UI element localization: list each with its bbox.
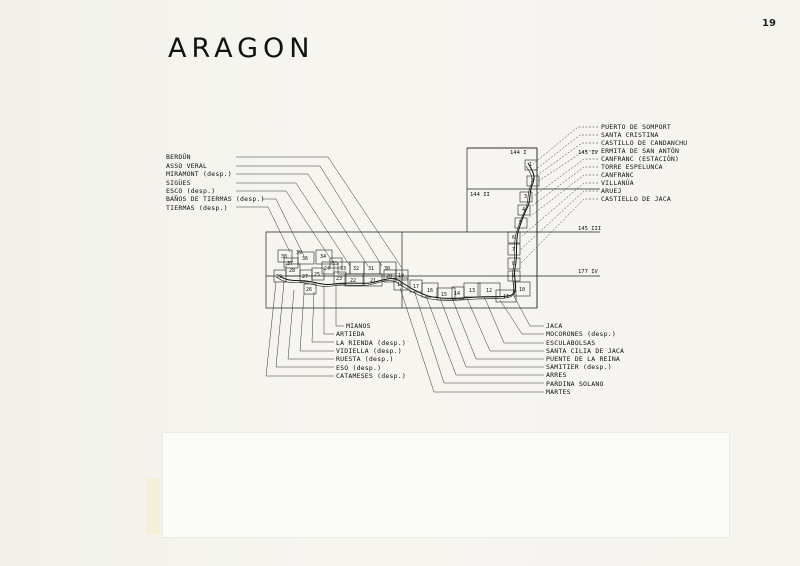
place-label: ARRES — [546, 371, 567, 379]
route-segments — [273, 159, 540, 303]
place-label: LA RIENDA (desp.) — [336, 339, 406, 347]
place-label: PUENTE DE LA REINA — [546, 355, 620, 363]
segment-number: 1 — [529, 162, 532, 168]
segment-number: 28 — [289, 268, 295, 274]
place-label: ASSO VERAL — [166, 162, 207, 170]
place-label: ESO (desp.) — [336, 364, 381, 372]
labels-top-left: BERDÚN ASSO VERAL MIRAMONT (desp.) SIGÜE… — [166, 152, 265, 212]
segment-numbers: 1 2 3 4 5 6 7 8 9 10 11 12 13 14 15 16 1… — [276, 162, 534, 300]
segment-number: 13 — [469, 288, 475, 294]
segment-number: 32 — [353, 266, 359, 272]
place-label: VILLANÚA — [601, 178, 634, 187]
sheet-labels: 144 I 145 IV 144 II 145 III 177 IV — [470, 150, 601, 275]
labels-bottom-right: JACA MOCORONES (desp.) ESCULABOLSAS SANT… — [546, 322, 624, 396]
segment-number: 26 — [306, 287, 312, 293]
page-title: ARAGON — [168, 33, 315, 64]
segment-number: 21 — [370, 278, 376, 284]
segment-number: 18 — [397, 282, 403, 288]
segment-number: 3 — [524, 194, 527, 200]
segment-number: 12 — [486, 288, 492, 294]
place-label: CASTILLO DE CANDANCHU — [601, 139, 687, 147]
segment-number: 17 — [413, 284, 419, 290]
segment-number: 10 — [519, 287, 525, 293]
place-label: TORRE ESPELUNCA — [601, 163, 663, 171]
place-label: ARTIEDA — [336, 330, 365, 338]
place-label: SIGÜES — [166, 178, 191, 187]
page-number: 19 — [762, 18, 776, 29]
labels-top-right: PUERTO DE SOMPORT SANTA CRISTINA CASTILL… — [601, 123, 687, 203]
sheet-label: 145 III — [578, 226, 601, 232]
place-label: VIDIELLA (desp.) — [336, 347, 402, 355]
segment-number: 14 — [454, 291, 460, 297]
segment-number: 2 — [531, 178, 534, 184]
segment-number: 24 — [324, 266, 330, 272]
place-label: MIRAMONT (desp.) — [166, 170, 232, 178]
segment-number: 6 — [512, 235, 515, 241]
blank-panel — [162, 432, 730, 538]
segment-number: 23 — [336, 276, 342, 282]
labels-bottom-left: MIANOS ARTIEDA LA RIENDA (desp.) VIDIELL… — [336, 322, 406, 380]
segment-number: 19 — [398, 273, 404, 279]
segment-number: 29 — [276, 274, 282, 280]
place-label: JACA — [546, 322, 562, 330]
segment-number: 27 — [302, 274, 308, 280]
sheet-label: 144 I — [510, 150, 527, 156]
place-label: MIANOS — [346, 322, 371, 330]
place-label: SANTA CILIA DE JACA — [546, 347, 624, 355]
segment-number: 38 — [281, 254, 287, 260]
segment-number: 20 — [386, 274, 392, 280]
place-label: BERDÚN — [166, 152, 191, 161]
place-label: ESCULABOLSAS — [546, 339, 595, 347]
segment-number: 8 — [512, 261, 515, 267]
segment-number: 31 — [368, 266, 374, 272]
place-label: MOCORONES (desp.) — [546, 330, 616, 338]
place-label: ESCO (desp.) — [166, 187, 215, 195]
place-label: PARDINA SOLANO — [546, 380, 604, 388]
leader-lines — [236, 126, 598, 393]
segment-number: 25 — [314, 272, 320, 278]
sheet-label: 145 IV — [578, 150, 599, 156]
segment-number: 39 — [296, 250, 302, 256]
sheet-label: 144 II — [470, 192, 490, 198]
segment-number: 15 — [441, 292, 447, 298]
place-label: CANFRANC — [601, 171, 634, 179]
place-label: SANTA CRISTINA — [601, 131, 659, 139]
segment-number: 33 — [340, 266, 346, 272]
place-label: PUERTO DE SOMPORT — [601, 123, 671, 131]
paper-strip — [146, 478, 160, 534]
segment-number: 37 — [287, 261, 293, 267]
segment-number: 34 — [320, 254, 326, 260]
segment-number: 16 — [427, 288, 433, 294]
place-label: RUESTA (desp.) — [336, 355, 394, 363]
segment-number: 36 — [302, 256, 308, 262]
segment-number: 11 — [503, 294, 509, 300]
place-label: SAMITIER (desp.) — [546, 363, 612, 371]
place-label: CATAMESES (desp.) — [336, 372, 406, 380]
segment-number: 35 — [332, 261, 338, 267]
sheet-grid — [265, 147, 600, 309]
segment-number: 9 — [512, 273, 515, 279]
segment-number: 5 — [519, 220, 522, 226]
place-label: TIERMAS (desp.) — [166, 204, 228, 212]
place-label: BAÑOS DE TIERMAS (desp.) — [166, 194, 265, 203]
segment-number: 30 — [384, 266, 390, 272]
place-label: CASTIELLO DE JACA — [601, 195, 671, 203]
segment-number: 4 — [522, 207, 525, 213]
place-label: ERMITA DE SAN ANTÓN — [601, 146, 679, 155]
place-label: MARTES — [546, 388, 571, 396]
segment-number: 7 — [512, 247, 515, 253]
segment-number: 22 — [350, 278, 356, 284]
sheet-label: 177 IV — [578, 269, 599, 275]
place-label: ARUEJ — [601, 187, 622, 195]
place-label: CANFRANC (ESTACIÓN) — [601, 154, 679, 163]
